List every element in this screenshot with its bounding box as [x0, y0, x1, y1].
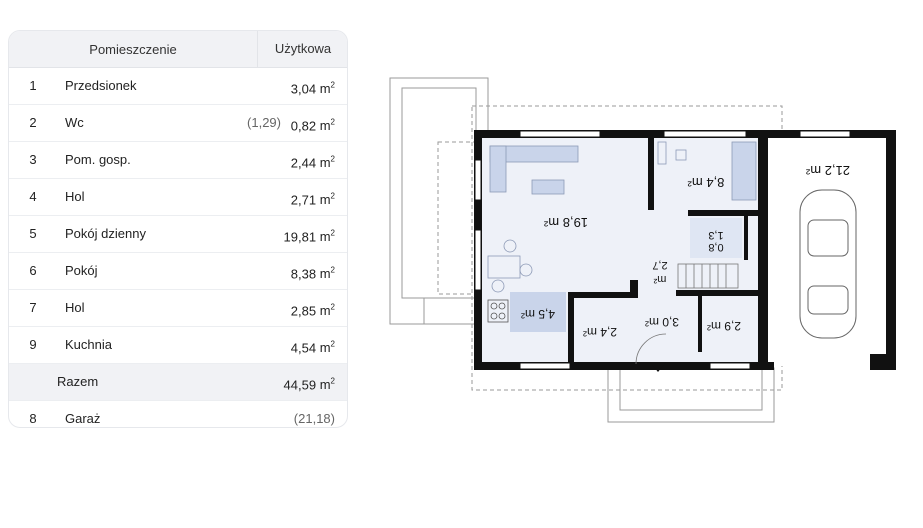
table-row: 6 Pokój 8,38 m2 [9, 253, 347, 290]
label-utility: 2,4 m² [583, 325, 617, 339]
total-area: 44,59 m2 [283, 377, 335, 393]
row-number: 7 [29, 300, 37, 315]
total-label: Razem [57, 374, 99, 389]
label-wc-b: 0,8 [708, 241, 723, 253]
table-row: 1 Przedsionek 3,04 m2 [9, 68, 347, 105]
row-number: 8 [29, 411, 37, 426]
entry-arrow [650, 362, 666, 372]
label-entry: 3,0 m² [645, 315, 679, 329]
label-kitchen: 4,5 m² [521, 307, 555, 321]
table-row: 4 Hol 2,71 m2 [9, 179, 347, 216]
row-area: 0,82 m2 [290, 118, 335, 134]
entry-door [635, 333, 667, 365]
terrace-inner [401, 87, 477, 299]
wc-floor [690, 218, 742, 258]
kitchen-counter [510, 292, 566, 332]
label-wc-a: 1,3 [708, 229, 723, 241]
roof-outline [437, 141, 481, 295]
row-area: 2,71 m2 [290, 192, 335, 208]
label-hall2: 2,9 m² [707, 319, 741, 333]
label-garage: 21,2 m² [805, 163, 850, 178]
row-room-name: Hol [65, 189, 85, 204]
row-room-name: Pom. gosp. [65, 152, 131, 167]
area-labels: 19,8 m² 8,4 m² 21,2 m² 1,3 0,8 2,7 m² 4,… [521, 163, 850, 339]
dining-set [487, 239, 533, 293]
bed [731, 141, 757, 201]
table-row: 3 Pom. gosp. 2,44 m2 [9, 142, 347, 179]
floor-garage [768, 138, 878, 366]
row-number: 2 [29, 115, 37, 130]
sofa [489, 145, 579, 195]
row-area: 8,38 m2 [290, 266, 335, 282]
stove [487, 299, 509, 323]
windows [474, 130, 851, 370]
row-area: 2,85 m2 [290, 303, 335, 319]
table-row: 9 Kuchnia 4,54 m2 [9, 327, 347, 364]
table-row: 7 Hol 2,85 m2 [9, 290, 347, 327]
label-hall-a: 2,7 [652, 259, 667, 271]
terrace-outline [389, 77, 489, 325]
row-number: 4 [29, 189, 37, 204]
row-number: 5 [29, 226, 37, 241]
table-row: 2 Wc (1,29) 0,82 m2 [9, 105, 347, 142]
row-area: (21,18) [293, 411, 335, 426]
table-row-garage: 8 Garaż (21,18) [9, 401, 347, 427]
row-area: 3,04 m2 [290, 81, 335, 97]
floor-plan: 19,8 m² 8,4 m² 21,2 m² 1,3 0,8 2,7 m² 4,… [380, 60, 920, 440]
row-room-name: Pokój [65, 263, 98, 278]
row-area: 2,44 m2 [290, 155, 335, 171]
table-header: Pomieszczenie Użytkowa [9, 31, 347, 68]
row-room-name: Wc [65, 115, 84, 130]
header-room: Pomieszczenie [89, 41, 177, 57]
table-row: 5 Pokój dzienny 19,81 m2 [9, 216, 347, 253]
row-area: 4,54 m2 [290, 340, 335, 356]
row-room-name: Przedsionek [65, 78, 137, 93]
room-area-table: Pomieszczenie Użytkowa 1 Przedsionek 3,04 … [8, 30, 348, 428]
table-total-row: Razem 44,59 m2 [9, 364, 347, 401]
row-number: 6 [29, 263, 37, 278]
row-room-name: Hol [65, 300, 85, 315]
row-area: 19,81 m2 [283, 229, 335, 245]
label-living: 19,8 m² [543, 215, 588, 230]
row-number: 3 [29, 152, 37, 167]
entrance-steps [607, 367, 775, 423]
row-room-name: Pokój dzienny [65, 226, 146, 241]
desk [657, 141, 687, 165]
label-hall-b: m² [653, 273, 666, 285]
row-number: 9 [29, 337, 37, 352]
row-number: 1 [29, 78, 37, 93]
entrance-steps-inner [619, 367, 763, 411]
row-extra-area: (1,29) [247, 115, 281, 130]
row-room-name: Kuchnia [65, 337, 112, 352]
stairs [677, 263, 739, 289]
car [799, 189, 857, 339]
terrace-ledge [423, 297, 477, 325]
header-area: Użytkowa [257, 31, 347, 67]
floor-plan-drawing: 19,8 m² 8,4 m² 21,2 m² 1,3 0,8 2,7 m² 4,… [389, 77, 896, 423]
row-room-name: Garaż [65, 411, 101, 426]
label-room: 8,4 m² [687, 175, 725, 190]
